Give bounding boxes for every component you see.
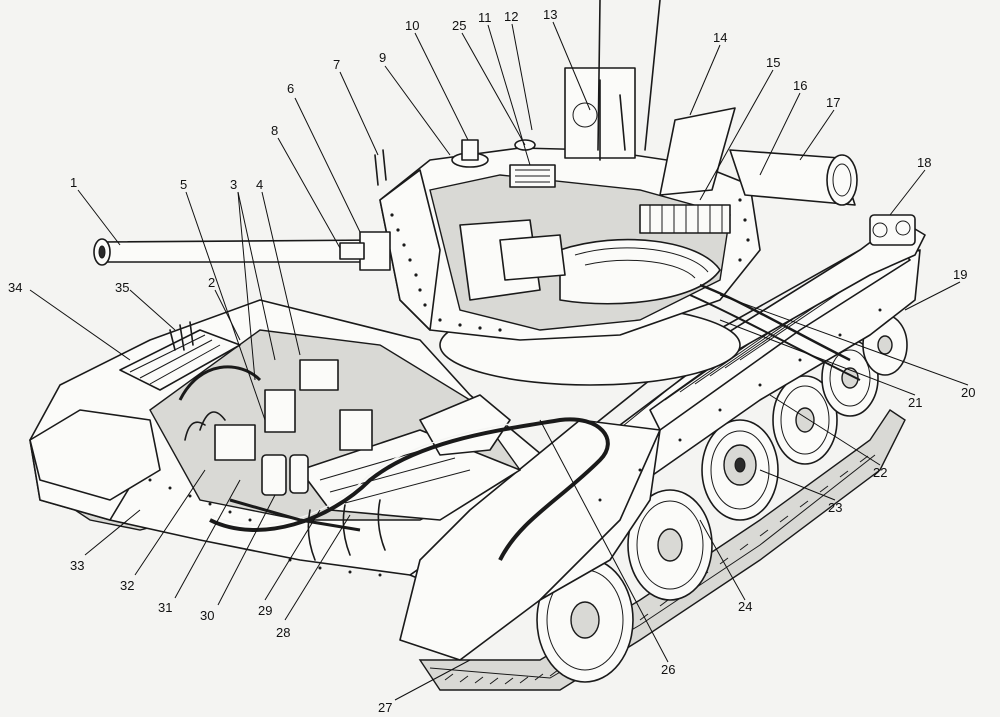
label-20: 20 <box>961 385 975 400</box>
road-wheel-4 <box>772 375 838 465</box>
part-labels: 1 2 3 4 5 6 7 8 9 10 25 11 12 13 14 15 1… <box>8 7 975 715</box>
label-8: 8 <box>271 123 278 138</box>
label-9: 9 <box>379 50 386 65</box>
label-4: 4 <box>256 177 263 192</box>
label-11: 11 <box>478 10 492 25</box>
turret-hatch <box>659 107 736 196</box>
label-31: 31 <box>158 600 172 615</box>
label-30: 30 <box>200 608 214 623</box>
road-wheel-3 <box>701 419 779 521</box>
label-12: 12 <box>504 9 518 24</box>
label-10: 10 <box>405 18 419 33</box>
label-7: 7 <box>333 57 340 72</box>
interior-compartment <box>119 321 610 561</box>
turret-rivets <box>390 198 750 332</box>
label-14: 14 <box>713 30 727 45</box>
label-29: 29 <box>258 603 272 618</box>
label-19: 19 <box>953 267 967 282</box>
antenna-1 <box>597 0 601 151</box>
label-34: 34 <box>8 280 22 295</box>
label-35: 35 <box>115 280 129 295</box>
label-24: 24 <box>738 599 752 614</box>
label-27: 27 <box>378 700 392 715</box>
rear-fitting <box>869 214 916 246</box>
label-16: 16 <box>793 78 807 93</box>
label-5: 5 <box>180 177 187 192</box>
label-2: 2 <box>208 275 215 290</box>
turret <box>374 0 761 386</box>
label-32: 32 <box>120 578 134 593</box>
label-23: 23 <box>828 500 842 515</box>
label-3: 3 <box>230 177 237 192</box>
antenna-2 <box>644 0 661 151</box>
label-25-top: 25 <box>452 18 466 33</box>
tow-hooks <box>307 499 386 561</box>
engine-compartment <box>689 149 916 381</box>
label-17: 17 <box>826 95 840 110</box>
hull-rivets <box>148 308 882 577</box>
label-6: 6 <box>287 81 294 96</box>
label-28: 28 <box>276 625 290 640</box>
label-21: 21 <box>908 395 922 410</box>
label-1: 1 <box>70 175 77 190</box>
instrument-box-left <box>214 424 256 461</box>
road-wheel-2 <box>627 489 713 601</box>
turret-ammo-rack <box>639 204 731 234</box>
label-13: 13 <box>543 7 557 22</box>
label-26: 26 <box>661 662 675 677</box>
battery-box <box>264 389 296 433</box>
label-15: 15 <box>766 55 780 70</box>
label-33: 33 <box>70 558 84 573</box>
main-gun <box>93 231 391 271</box>
leader-lines <box>29 21 969 701</box>
label-18: 18 <box>917 155 931 170</box>
label-22: 22 <box>873 465 887 480</box>
